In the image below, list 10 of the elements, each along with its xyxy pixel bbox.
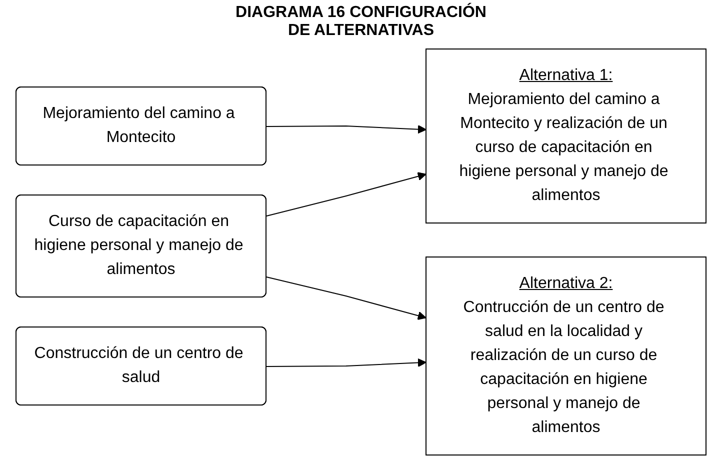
arrow — [266, 358, 426, 368]
node-text: Mejoramiento del camino a Montecito — [42, 105, 235, 146]
arrow — [266, 276, 426, 320]
arrow — [266, 124, 426, 134]
node-text: Construcción de un centro de salud — [34, 345, 244, 386]
node-box: Alternativa 1: Mejoramiento del camino a Montecito y realización de un curso de capacitación en higiene personal y manejo de alimentos — [426, 48, 706, 224]
diagram-title: DIAGRAMA 16 CONFIGURACIÓN DE ALTERNATIVAS — [234, 4, 488, 40]
arrow — [266, 172, 426, 216]
node-text: Curso de capacitación en higiene personal y manejo de alimentos — [34, 213, 244, 278]
node-box: Alternativa 2: Contrucción de un centro de salud en la localidad y realización de un curso de capacitación en higiene personal y manejo de alimentos — [426, 256, 706, 456]
